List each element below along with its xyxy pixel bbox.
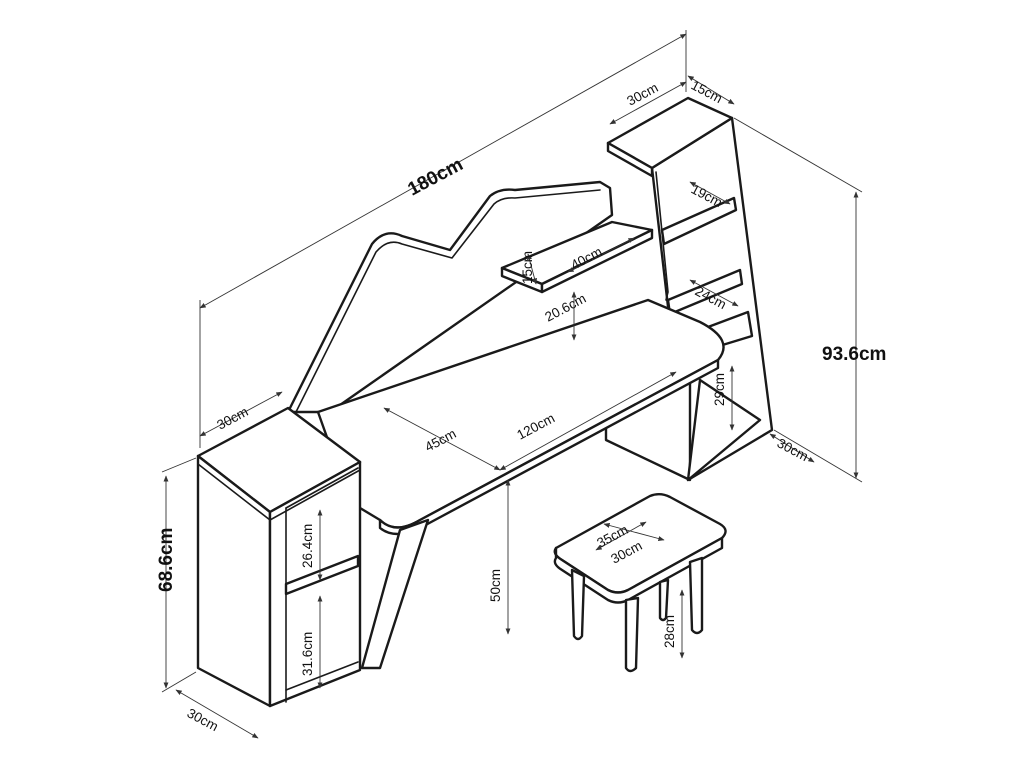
stool-leg-back-left <box>658 578 670 622</box>
right-tower <box>604 96 774 482</box>
stool-leg-back-right <box>688 556 704 635</box>
label-total-height: 93.6cm <box>822 344 886 365</box>
dimension-lines <box>161 30 863 739</box>
label-cabinet-shelf-lower: 31.6cm <box>300 632 315 676</box>
label-left-cabinet-depth: 30cm <box>185 705 221 734</box>
stool <box>553 493 727 673</box>
label-small-shelf-gap: 20.6cm <box>542 291 588 325</box>
label-tower-top-width: 30cm <box>624 80 660 109</box>
label-total-width: 180cm <box>404 154 466 200</box>
stool-leg-front-right <box>624 596 640 673</box>
label-small-shelf-depth: 15cm <box>520 251 535 284</box>
stool-leg-front-left <box>570 568 586 641</box>
label-desk-height: 50cm <box>488 569 503 602</box>
label-cabinet-shelf-upper: 26.4cm <box>300 524 315 568</box>
left-cabinet <box>196 406 362 708</box>
label-left-cabinet-height: 68.6cm <box>156 528 177 592</box>
label-stool-height: 28cm <box>662 615 677 648</box>
desk-leg <box>360 518 430 670</box>
label-tower-base-depth: 30cm <box>775 435 811 464</box>
label-left-cabinet-top: 30cm <box>214 404 250 433</box>
label-tower-shelf-3: 29cm <box>712 373 727 406</box>
